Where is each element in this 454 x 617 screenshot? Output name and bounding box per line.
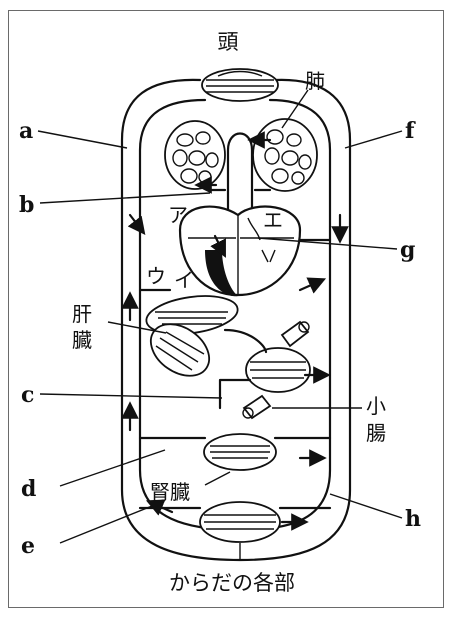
letter-e: e — [21, 533, 35, 559]
letter-a: a — [19, 118, 33, 144]
chamber-e-label: エ — [263, 208, 283, 232]
liver-label-line2: 臓 — [72, 328, 92, 352]
lung-label: 肺 — [305, 69, 325, 93]
letter-h: h — [405, 506, 421, 532]
kidney-label: 腎臓 — [150, 480, 190, 504]
body-parts-organ — [200, 502, 280, 542]
body-parts-label: からだの各部 — [169, 571, 295, 595]
left-lung — [165, 121, 225, 189]
letter-g: g — [400, 237, 415, 263]
letter-c: c — [21, 382, 34, 408]
liver-label-line1: 肝 — [72, 302, 92, 326]
head-organ — [202, 69, 278, 101]
letter-b: b — [19, 192, 34, 218]
chamber-a-label: ア — [168, 203, 188, 227]
chamber-u-label: ウ — [146, 264, 166, 288]
right-lung — [253, 119, 317, 191]
intestine-label-line1: 小 — [366, 394, 386, 418]
aortic-arch-vessel — [228, 134, 252, 211]
letter-f: f — [405, 118, 416, 144]
letter-d: d — [21, 476, 36, 502]
vessel-liver-to-intestine — [225, 330, 266, 352]
chamber-i-label: イ — [174, 268, 194, 292]
kidney — [204, 434, 276, 470]
head-label: 頭 — [218, 30, 239, 54]
intestine-label-line2: 腸 — [366, 421, 386, 445]
vessel-portal — [220, 380, 250, 408]
liver — [141, 291, 240, 387]
